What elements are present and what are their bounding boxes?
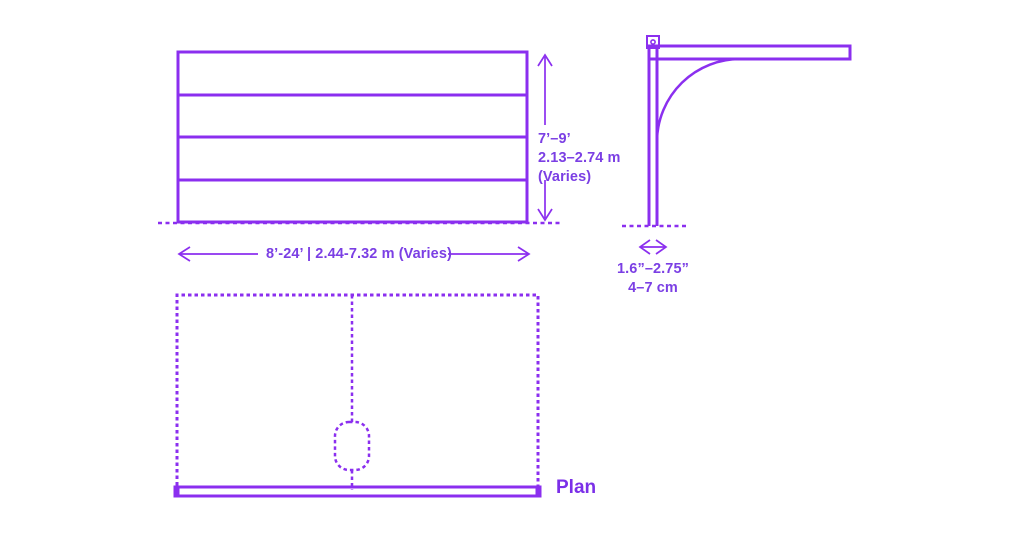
- height-dimension-label: 7’–9’ 2.13–2.74 m (Varies): [538, 130, 621, 187]
- plan-view: [173, 293, 542, 498]
- section-horizontal-track: [647, 44, 852, 61]
- width-dimension-label: 8’-24’ | 2.44-7.32 m (Varies): [266, 246, 452, 262]
- thickness-dimension: [638, 239, 668, 255]
- height-arrow-bottom: [537, 208, 553, 222]
- section-roller-pin-icon: [650, 39, 656, 45]
- thickness-dimension-label: 1.6”–2.75” 4–7 cm: [578, 260, 728, 298]
- section-roller-bracket: [646, 35, 660, 49]
- thickness-arrow-right: [655, 239, 668, 255]
- width-arrow-left: [177, 246, 191, 262]
- plan-view-label: Plan: [556, 477, 597, 498]
- height-imperial-value: 7’–9’: [538, 131, 571, 147]
- width-arrow-right: [517, 246, 531, 262]
- height-arrow-top: [537, 53, 553, 67]
- thickness-arrow-left: [638, 239, 651, 255]
- plan-garage-outline: [175, 293, 540, 492]
- thickness-metric-value: 4–7 cm: [628, 280, 678, 296]
- height-varies-note: (Varies): [538, 169, 592, 185]
- width-dimension: [177, 246, 531, 262]
- section-view: [622, 35, 852, 228]
- section-track-curve: [655, 57, 741, 141]
- height-dimension: [537, 53, 553, 222]
- height-metric-value: 2.13–2.74 m: [538, 150, 621, 166]
- plan-opener-motor: [333, 420, 371, 472]
- plan-door-bar: [173, 485, 542, 498]
- elevation-view: [158, 50, 560, 225]
- thickness-imperial-value: 1.6”–2.75”: [617, 261, 689, 277]
